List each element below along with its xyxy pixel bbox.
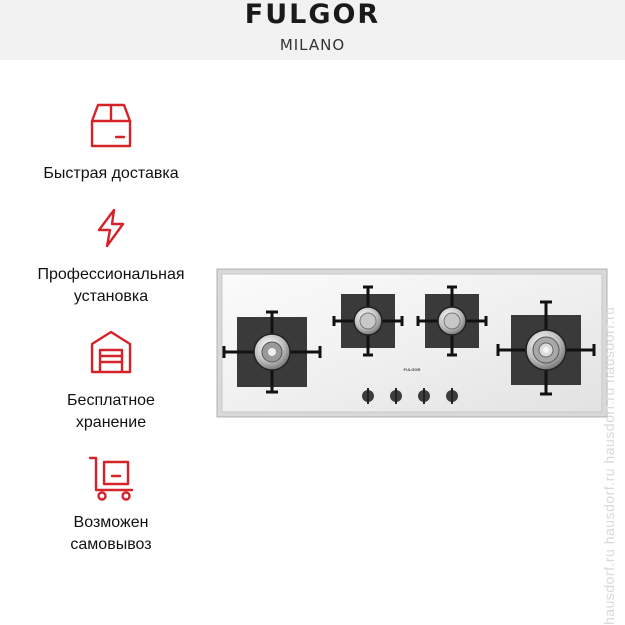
watermark: hausdorf.ru hausdorf.ru hausdorf.ru haus…	[601, 306, 617, 625]
delivery-box-icon	[90, 103, 132, 148]
feature-fast-delivery: Быстрая доставка	[0, 101, 222, 185]
feature-label: Быстрая доставка	[43, 165, 179, 182]
pickup-cart-icon	[88, 456, 134, 501]
feature-label: Бесплатное хранение	[67, 392, 155, 431]
gas-cooktop-image: FULGOR	[216, 268, 608, 418]
brand-subtitle: MILANO	[279, 36, 346, 54]
feature-installation: Профессиональная установка	[0, 208, 222, 308]
burner-icon	[332, 285, 404, 357]
feature-label: Профессиональная установка	[37, 266, 185, 305]
lightning-icon	[97, 208, 125, 248]
burner-icon	[222, 310, 322, 394]
control-knobs	[362, 388, 458, 404]
brand-logo: FULGOR	[244, 0, 381, 30]
feature-pickup: Возможен самовывоз	[0, 454, 222, 556]
panel-logo-text: FULGOR	[404, 367, 421, 372]
storage-warehouse-icon	[90, 330, 132, 374]
feature-storage: Бесплатное хранение	[0, 328, 222, 434]
feature-label: Возможен самовывоз	[70, 514, 152, 553]
brand-header: FULGOR MILANO	[0, 0, 625, 60]
burner-icon	[416, 285, 488, 357]
burner-icon	[496, 300, 596, 396]
